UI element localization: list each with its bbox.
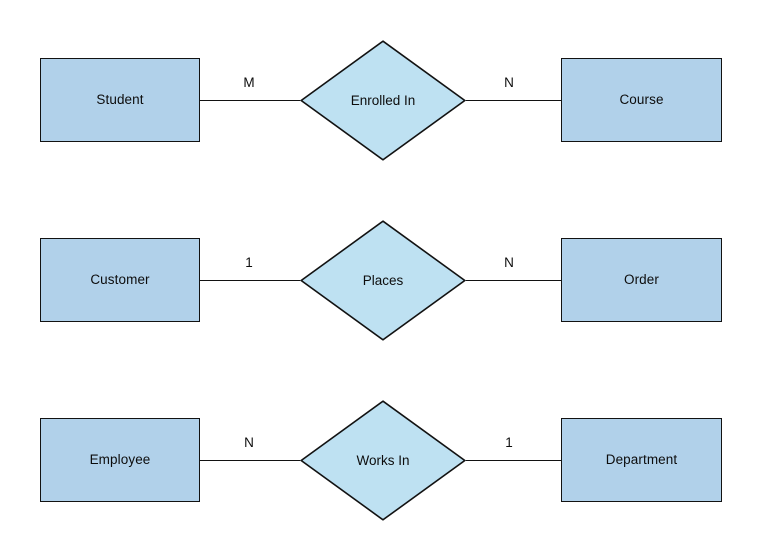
entity-label: Employee <box>89 452 151 468</box>
entity-box-department[interactable]: Department <box>561 418 722 502</box>
connector-line-left <box>200 100 300 101</box>
entity-box-employee[interactable]: Employee <box>40 418 200 502</box>
connector-line-right <box>466 100 561 101</box>
connector-line-left <box>200 280 300 281</box>
cardinality-label-left: M <box>243 75 255 90</box>
entity-label: Student <box>96 92 144 108</box>
diamond-shape-icon <box>300 400 466 521</box>
er-relationship-row: Customer 1 Places N Order <box>0 220 761 360</box>
entity-label: Customer <box>90 272 150 288</box>
relationship-diamond-works-in[interactable]: Works In <box>300 400 466 521</box>
cardinality-label-right: 1 <box>505 435 513 450</box>
er-relationship-row: Student M Enrolled In N Course <box>0 40 761 180</box>
entity-box-order[interactable]: Order <box>561 238 722 322</box>
connector-line-right <box>466 280 561 281</box>
diamond-shape-icon <box>300 40 466 161</box>
relationship-diamond-places[interactable]: Places <box>300 220 466 341</box>
entity-label: Order <box>623 272 659 288</box>
cardinality-label-left: 1 <box>245 255 253 270</box>
entity-box-customer[interactable]: Customer <box>40 238 200 322</box>
entity-label: Department <box>605 452 678 468</box>
entity-label: Course <box>619 92 664 108</box>
cardinality-label-right: N <box>504 75 514 90</box>
entity-box-course[interactable]: Course <box>561 58 722 142</box>
connector-line-left <box>200 460 300 461</box>
cardinality-label-right: N <box>504 255 514 270</box>
er-relationship-row: Employee N Works In 1 Department <box>0 400 761 540</box>
entity-box-student[interactable]: Student <box>40 58 200 142</box>
connector-line-right <box>466 460 561 461</box>
cardinality-label-left: N <box>244 435 254 450</box>
relationship-diamond-enrolled-in[interactable]: Enrolled In <box>300 40 466 161</box>
diamond-shape-icon <box>300 220 466 341</box>
